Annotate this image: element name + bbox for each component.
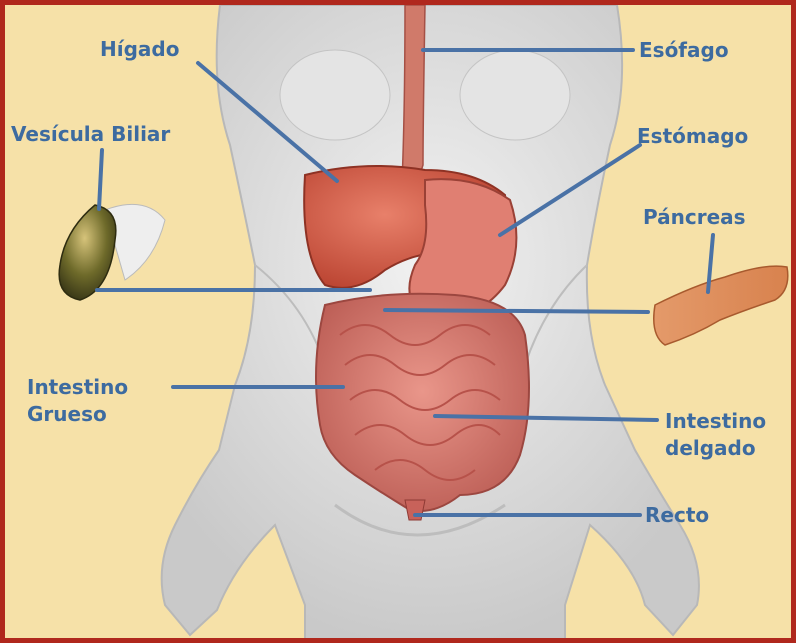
anatomy-illustration [5,5,796,643]
label-esofago: Esófago [639,38,729,62]
label-intestino-grueso-line1: Intestino [27,375,128,399]
label-recto: Recto [645,503,709,527]
label-higado: Hígado [100,37,179,61]
label-estomago: Estómago [637,124,748,148]
label-intestino-delgado-line2: delgado [665,436,756,460]
label-intestino-grueso-line2: Grueso [27,402,107,426]
pancreas-illustration [654,266,788,345]
label-vesicula-biliar: Vesícula Biliar [11,122,170,146]
label-pancreas: Páncreas [643,205,746,229]
label-intestino-delgado-line1: Intestino [665,409,766,433]
gallbladder-illustration [59,204,165,300]
